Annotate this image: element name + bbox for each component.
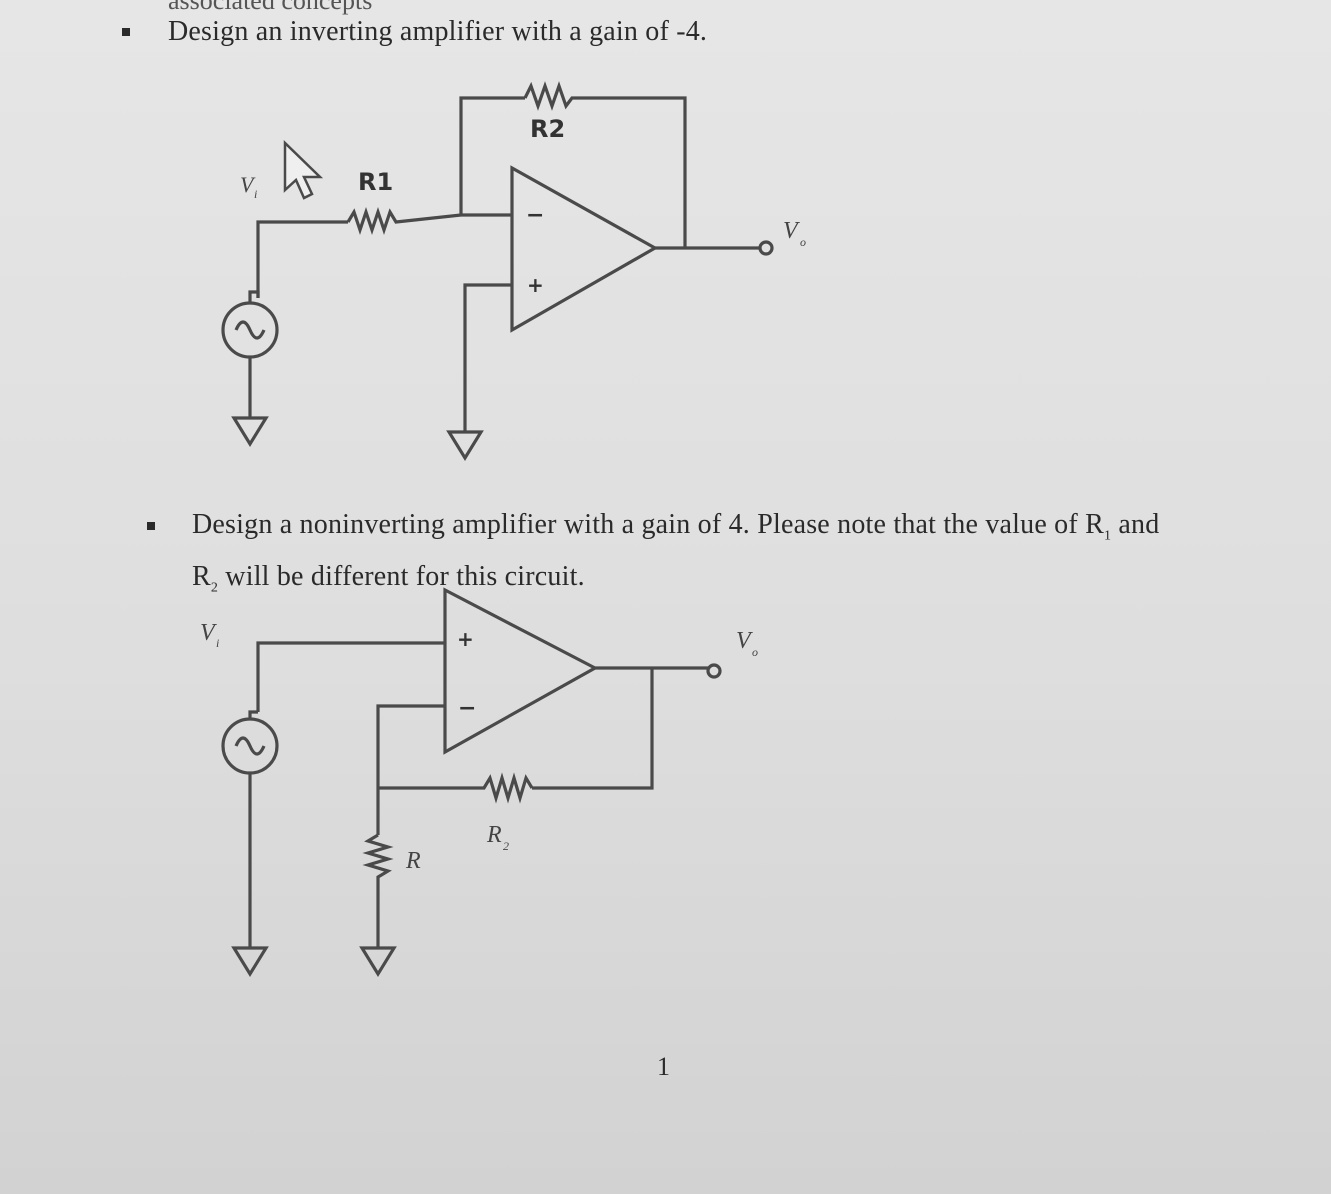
cut-off-header-text: associated concepts: [168, 0, 373, 15]
output-sub-1: o: [800, 235, 806, 249]
output-terminal-2: [706, 663, 722, 679]
r2-sub-2: 2: [503, 839, 509, 853]
mouse-pointer-icon: [283, 140, 324, 200]
task-2-r2-sub: 2: [210, 580, 219, 596]
output-sub-2: o: [752, 645, 758, 659]
task-2-text: Design a noninverting amplifier with a g…: [192, 505, 1312, 608]
opamp-1-triangle: [510, 165, 659, 333]
r2-label: R2: [530, 115, 565, 143]
input-sub-1: i: [254, 187, 257, 201]
ground-icon: [231, 946, 269, 978]
task-2-line-1: Design a noninverting amplifier with a g…: [192, 509, 1104, 540]
r2-resistor: [523, 81, 590, 111]
task-2-line-2-start: R: [192, 560, 211, 592]
inverting-sign-1: −: [526, 203, 544, 228]
r1-label: R1: [358, 168, 393, 196]
ground-icon: [231, 416, 269, 448]
noninverting-sign-2: +: [457, 627, 474, 651]
task-2-r1-sub: 1: [1103, 528, 1112, 544]
input-label-1: V: [240, 172, 256, 197]
input-label-2: V: [200, 620, 217, 646]
page-number: 1: [657, 1052, 670, 1081]
ground-icon: [446, 430, 484, 462]
r2-resistor-2: [378, 772, 534, 804]
r1-label-2: R: [405, 848, 421, 874]
output-terminal-1: [758, 240, 774, 256]
r1-resistor: [346, 206, 462, 236]
ground-icon: [359, 946, 397, 978]
task-2-line-1-end: and: [1111, 509, 1160, 540]
input-sub-2: i: [216, 636, 219, 650]
r1-resistor-2: [362, 833, 394, 948]
task-2-line-2-end: will be different for this circuit.: [218, 560, 585, 592]
output-label-1: V: [783, 218, 800, 244]
task-1-text: Design an inverting amplifier with a gai…: [168, 16, 708, 47]
output-label-2: V: [736, 628, 753, 654]
bullet-1: [122, 28, 130, 36]
inverting-sign-2: −: [458, 696, 476, 721]
r2-label-2: R: [486, 822, 502, 848]
opamp-2-triangle: [443, 587, 599, 755]
bullet-2: [147, 522, 155, 530]
noninverting-sign-1: +: [527, 273, 544, 297]
